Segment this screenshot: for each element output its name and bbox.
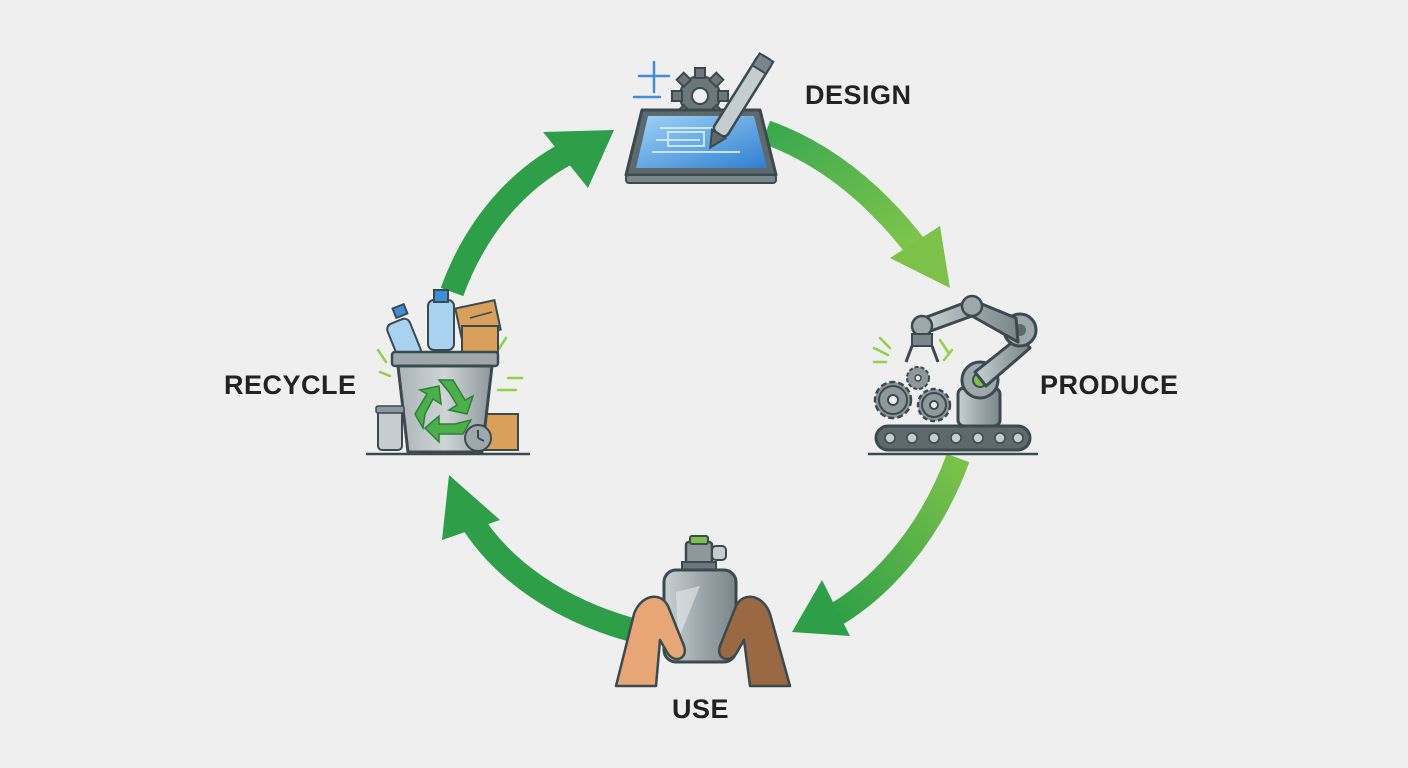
stage-label-use: USE (672, 694, 730, 724)
stage-label-design: DESIGN (805, 80, 912, 110)
recycle-bin-icon (366, 289, 530, 456)
arrow-recycle-to-design (440, 130, 614, 297)
arrow-use-to-recycle (442, 475, 636, 642)
stage-label-recycle: RECYCLE (224, 370, 357, 400)
tablet-blueprint-icon (624, 51, 778, 184)
stage-label-produce: PRODUCE (1040, 370, 1179, 400)
arrow-design-to-produce (761, 120, 950, 288)
hands-holding-bottle-icon (614, 535, 792, 688)
robot-arm-conveyor-icon (868, 294, 1038, 456)
arrow-produce-to-use (792, 453, 970, 636)
